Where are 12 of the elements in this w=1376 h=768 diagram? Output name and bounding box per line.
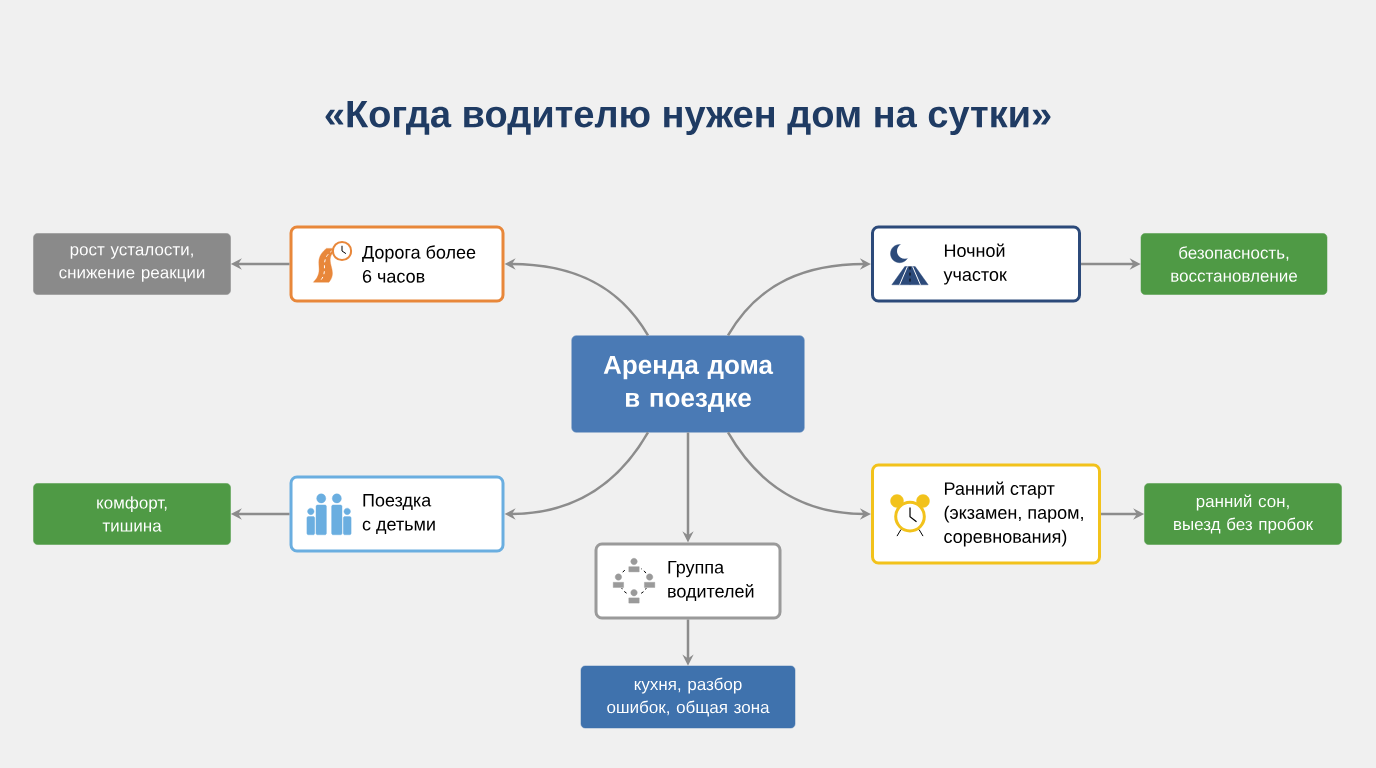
result-box: ранний сон, выезд без пробок xyxy=(1144,483,1342,545)
result-box: комфорт, тишина xyxy=(33,483,231,545)
result-box: безопасность, восстановление xyxy=(1140,233,1328,295)
result-box: рост усталости, снижение реакции xyxy=(33,233,231,295)
category-box: Дорога более 6 часов xyxy=(289,225,505,303)
category-box: Группа водителей xyxy=(594,542,782,620)
title: «Когда водителю нужен дом на сутки» xyxy=(325,101,1051,135)
central-box: Аренда дома в поездке xyxy=(571,335,805,433)
category-box: Ранний старт (экзамен, паром, соревнования) xyxy=(871,463,1101,565)
category-box: Ночной участок xyxy=(871,225,1081,303)
category-box: Поездка с детьми xyxy=(289,475,505,553)
result-box: кухня, разбор ошибок, общая зона xyxy=(580,665,796,729)
